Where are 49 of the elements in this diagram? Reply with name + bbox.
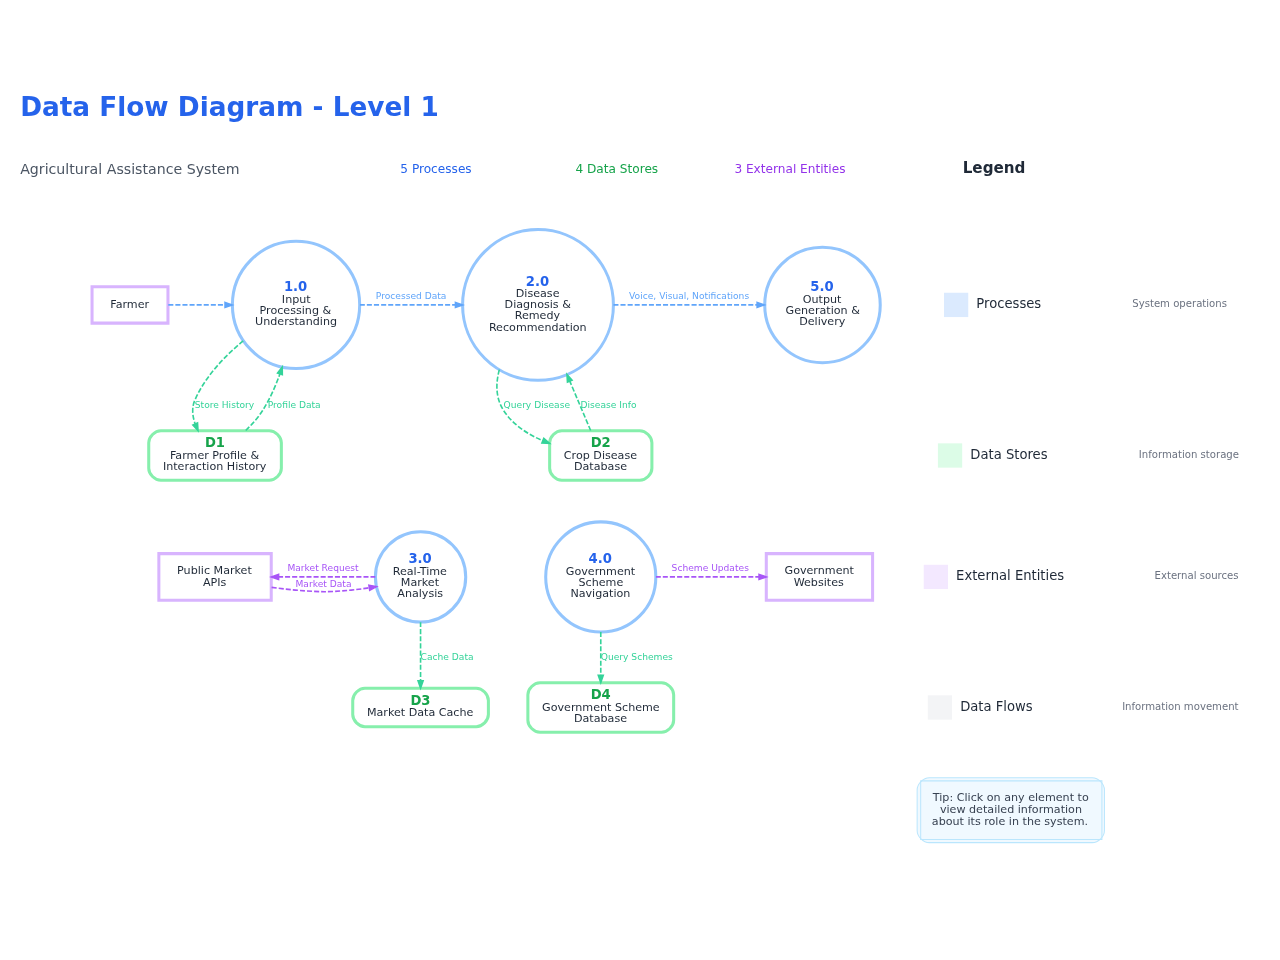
label: 4 Data Stores	[575, 161, 659, 176]
arrow	[496, 368, 552, 444]
arrow	[191, 339, 245, 433]
node-box: D4 Government Scheme Database	[526, 680, 676, 734]
arrow	[244, 364, 284, 431]
label: Agricultural Assistance System	[20, 160, 240, 177]
legend-label: External Entities	[956, 567, 1065, 583]
arrow	[597, 630, 605, 685]
edge-label: Disease Info	[580, 399, 637, 410]
edge-label: Store History	[194, 399, 255, 410]
arrow	[566, 371, 592, 431]
legend-label: Processes	[976, 295, 1042, 311]
arrow	[655, 572, 769, 581]
edge-label: Cache Data	[420, 651, 474, 662]
label: Information movement	[1122, 700, 1239, 712]
label: Legend	[962, 158, 1026, 177]
legend-label: Data Flows	[960, 698, 1033, 714]
label: 5 Processes	[400, 161, 472, 176]
edge-label: Scheme Updates	[671, 562, 749, 573]
edge-label: Query Disease	[503, 399, 570, 410]
node-box: D2 Crop Disease Database	[548, 428, 654, 482]
arrow	[269, 572, 377, 581]
diagram-title: Data Flow Diagram - Level 1	[20, 91, 439, 122]
label: System operations	[1132, 297, 1227, 309]
node-box: D3 Market Data Cache	[351, 686, 490, 728]
node-circle: 1.0 Input Processing & Understanding	[230, 239, 362, 370]
legend-label: Data Stores	[970, 446, 1048, 462]
edge-label: Voice, Visual, Notifications	[629, 290, 750, 301]
arrow	[612, 300, 767, 309]
label: External sources	[1154, 569, 1239, 581]
edge-label: Market Data	[295, 578, 352, 589]
node-box: Government Websites	[764, 551, 875, 602]
label: Information storage	[1138, 448, 1239, 460]
edge-label: Query Schemes	[600, 651, 673, 662]
arrow	[359, 300, 465, 309]
arrow	[167, 300, 235, 309]
node-circle: 5.0 Output Generation & Delivery	[763, 245, 882, 364]
edge-label: Processed Data	[375, 290, 447, 301]
edge-label: Market Request	[287, 562, 359, 573]
node-box: D1 Farmer Profile & Interaction History	[147, 428, 283, 482]
node-box: Farmer	[90, 284, 170, 325]
edge-label: Profile Data	[267, 399, 321, 410]
arrow	[416, 620, 425, 690]
node-box: Public Market APIs	[157, 551, 273, 602]
arrow	[270, 583, 379, 592]
label: Tip: Click on any element to view detailed information about its role in the system.	[931, 790, 1089, 828]
node-circle: 3.0 Real-Time Market Analysis	[373, 529, 468, 624]
label: 3 External Entities	[734, 161, 846, 176]
node-circle: 4.0 Government Scheme Navigation	[544, 519, 658, 633]
